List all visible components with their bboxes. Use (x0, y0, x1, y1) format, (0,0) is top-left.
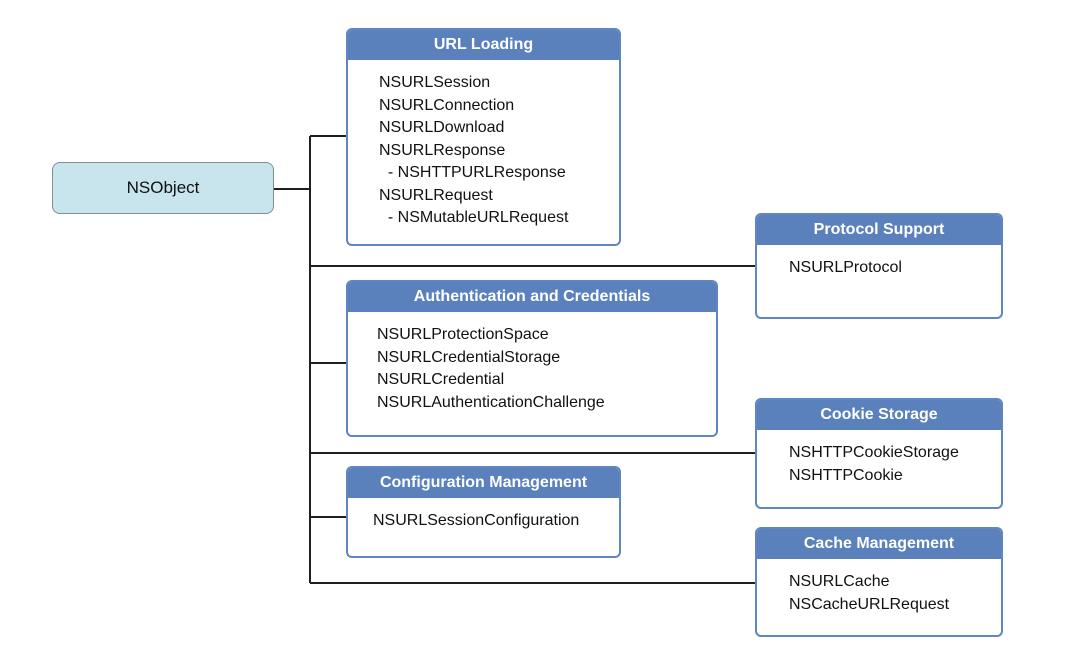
class-name-item: NSURLRequest (379, 186, 493, 204)
class-name-item: NSURLSession (379, 74, 491, 91)
class-name-item: NSURLDownload (379, 119, 505, 136)
class-name-item: NSCacheURLRequest (789, 595, 950, 613)
group-header-authentication-credentials: Authentication and Credentials (348, 282, 716, 312)
group-items-configuration-management: NSURLSessionConfiguration (348, 498, 619, 533)
class-name-item: NSURLCache (789, 573, 890, 590)
group-authentication-credentials: Authentication and Credentials NSURLProt… (346, 280, 718, 437)
group-protocol-support: Protocol Support NSURLProtocol (755, 213, 1003, 319)
class-name-item: NSHTTPCookieStorage (789, 444, 959, 461)
class-name-item: NSURLProtocol (789, 259, 902, 276)
group-header-url-loading: URL Loading (348, 30, 619, 60)
group-items-protocol-support: NSURLProtocol (757, 245, 1001, 280)
group-header-protocol-support: Protocol Support (757, 215, 1001, 245)
class-name-item: NSURLConnection (379, 96, 515, 114)
root-node-nsobject: NSObject (52, 162, 274, 214)
group-header-configuration-management: Configuration Management (348, 468, 619, 498)
class-name-item: - NSMutableURLRequest (379, 209, 569, 226)
class-name-item: - NSHTTPURLResponse (379, 164, 566, 181)
class-name-item: NSHTTPCookie (789, 466, 903, 484)
root-node-label: NSObject (126, 178, 200, 197)
group-configuration-management: Configuration Management NSURLSessionCon… (346, 466, 621, 558)
class-name-item: NSURLProtectionSpace (377, 326, 549, 343)
class-name-item: NSURLCredential (377, 371, 505, 388)
class-name-item: NSURLAuthenticationChallenge (377, 393, 605, 411)
group-header-cookie-storage: Cookie Storage (757, 400, 1001, 430)
group-header-cache-management: Cache Management (757, 529, 1001, 559)
class-name-item: NSURLSessionConfiguration (373, 512, 580, 529)
class-name-item: NSURLCredentialStorage (377, 348, 561, 366)
class-name-item: NSURLResponse (379, 141, 506, 159)
